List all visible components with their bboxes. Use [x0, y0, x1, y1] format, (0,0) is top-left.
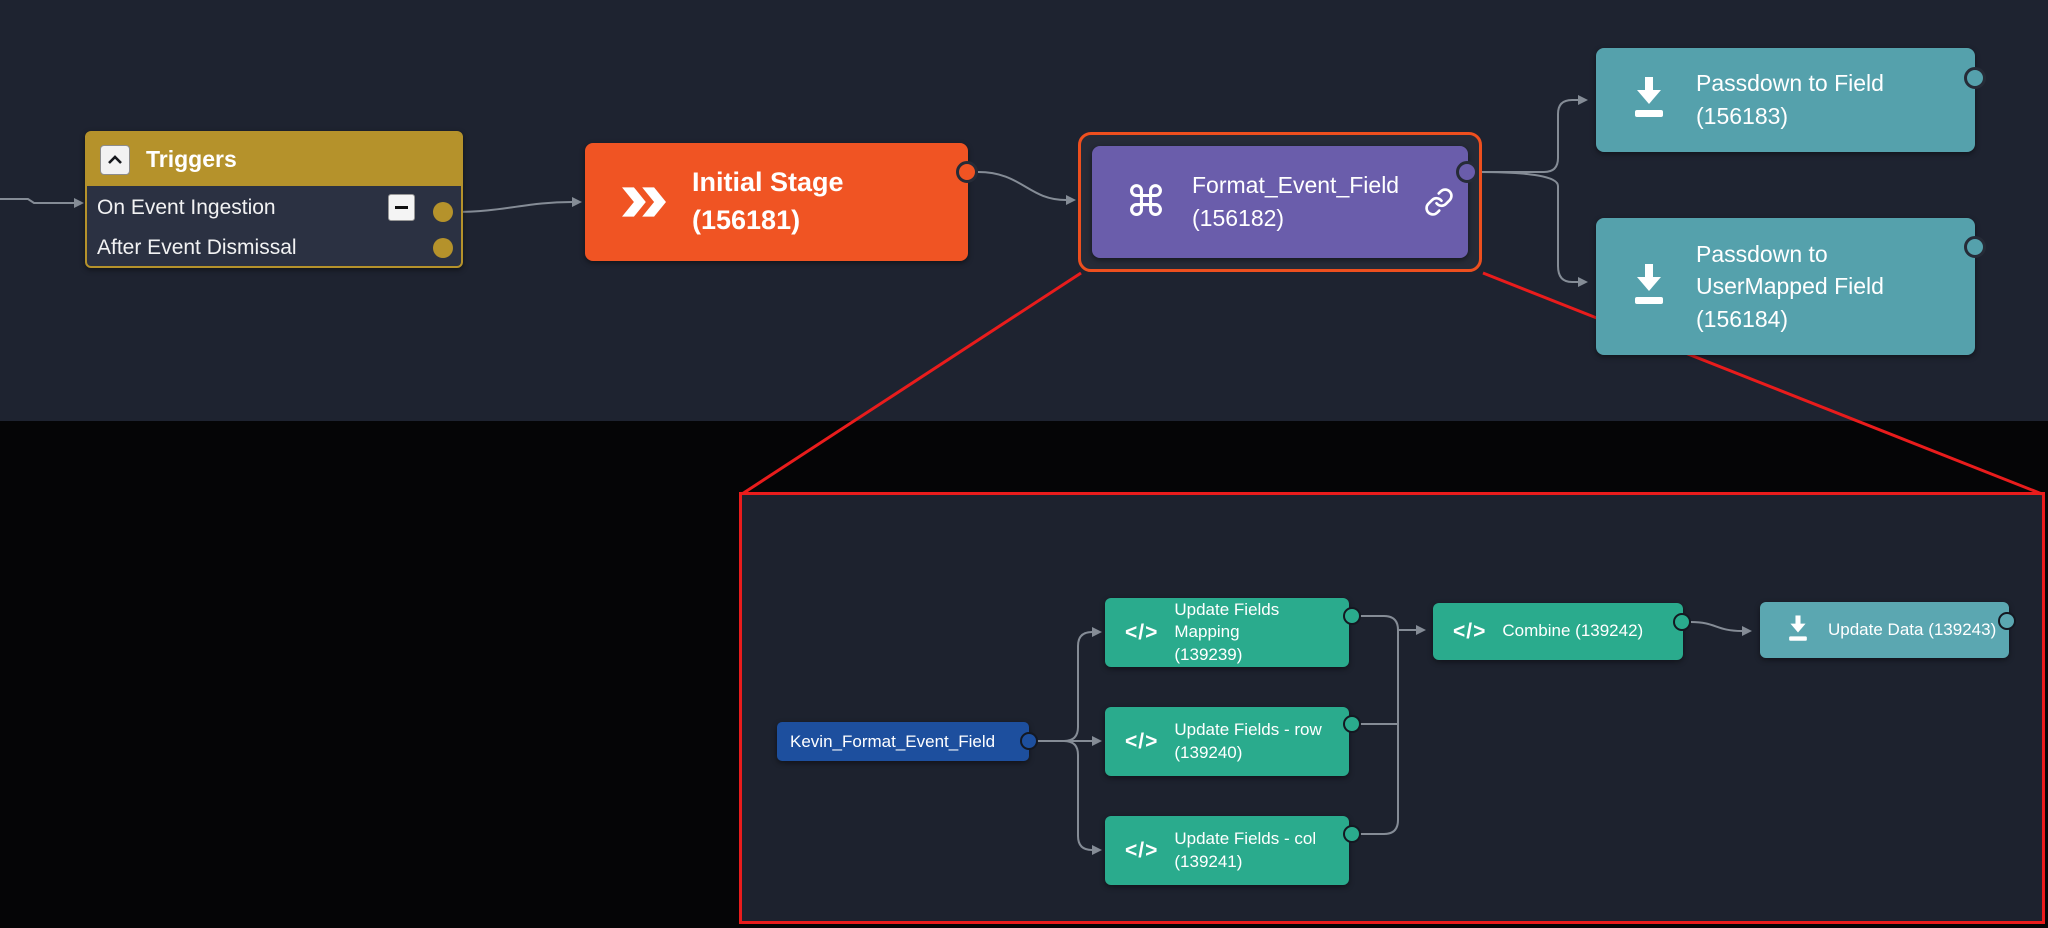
combine-node[interactable]: </> Combine (139242) — [1433, 603, 1683, 660]
node-label: Initial Stage (156181) — [692, 164, 844, 240]
initial-stage-node[interactable]: Initial Stage (156181) — [585, 143, 968, 261]
node-title: Kevin_Format_Event_Field — [790, 731, 996, 751]
passdown-to-usermapped-field-node[interactable]: Passdown to UserMapped Field (156184) — [1596, 218, 1975, 355]
node-title: Update Fields Mapping — [1174, 599, 1280, 642]
link-icon[interactable] — [1424, 187, 1454, 217]
trigger-output-port[interactable] — [433, 202, 453, 222]
code-icon: </> — [1453, 619, 1487, 643]
node-label: Combine (139242) — [1502, 620, 1643, 642]
edge-lines — [0, 99, 1743, 851]
subworkflow-zoom-inset — [739, 492, 2045, 924]
update-fields-row-node[interactable]: </> Update Fields - row (139240) — [1105, 707, 1349, 776]
node-title: Passdown to UserMapped Field — [1696, 240, 1884, 300]
trigger-output-port[interactable] — [433, 238, 453, 258]
node-id: (139241) — [1174, 851, 1243, 871]
trigger-row-label: On Event Ingestion — [97, 196, 276, 219]
node-id: (139240) — [1174, 742, 1243, 762]
node-label: Format_Event_Field (156182) — [1192, 169, 1399, 234]
format-event-field-node[interactable]: ⌘ Format_Event_Field (156182) — [1092, 146, 1468, 258]
node-id: (139239) — [1174, 644, 1243, 664]
update-fields-col-node[interactable]: </> Update Fields - col (139241) — [1105, 816, 1349, 885]
node-label: Update Fields - col (139241) — [1174, 828, 1316, 873]
download-icon — [1786, 615, 1810, 645]
trigger-row-label: After Event Dismissal — [97, 236, 297, 259]
node-id: (156184) — [1696, 305, 1789, 332]
kevin-output-port[interactable] — [1020, 732, 1038, 750]
triggers-header[interactable]: Triggers — [87, 133, 461, 186]
node-id: (139242) — [1575, 621, 1644, 641]
node-label: Passdown to UserMapped Field (156184) — [1696, 238, 1948, 336]
node-label: Update Data (139243) — [1828, 619, 1996, 641]
trigger-row-after-event-dismissal[interactable]: After Event Dismissal — [87, 228, 461, 268]
triggers-title: Triggers — [146, 146, 237, 172]
node-title: Update Data — [1828, 619, 1924, 639]
row-output-port[interactable] — [1343, 715, 1361, 733]
node-id: (156183) — [1696, 103, 1789, 129]
trigger-row-on-event-ingestion[interactable]: On Event Ingestion — [87, 188, 461, 228]
chevron-up-icon — [108, 154, 122, 164]
kevin-format-event-field-node[interactable]: Kevin_Format_Event_Field — [777, 722, 1029, 761]
node-id: (156182) — [1192, 205, 1285, 231]
code-icon: </> — [1125, 838, 1159, 862]
edge-arrowheads — [74, 95, 1752, 855]
initial-stage-output-port[interactable] — [956, 161, 978, 183]
node-label: Update Fields Mapping (139239) — [1174, 599, 1349, 666]
col-output-port[interactable] — [1343, 825, 1361, 843]
remove-trigger-button[interactable] — [388, 194, 415, 221]
code-icon: </> — [1125, 729, 1159, 753]
node-title: Initial Stage — [692, 167, 844, 198]
triggers-node[interactable]: Triggers On Event Ingestion After Event … — [85, 131, 463, 268]
code-icon: </> — [1125, 620, 1159, 644]
node-label: Update Fields - row (139240) — [1174, 719, 1321, 764]
node-label: Passdown to Field (156183) — [1696, 67, 1948, 132]
zoom-callout-lines — [741, 271, 2043, 496]
collapse-button[interactable] — [100, 144, 130, 175]
node-title: Passdown to Field — [1696, 70, 1884, 97]
mapping-output-port[interactable] — [1343, 607, 1361, 625]
passdown-usermapped-output-port[interactable] — [1964, 236, 1986, 258]
download-icon — [1630, 263, 1668, 310]
node-title: Update Fields - col — [1174, 829, 1317, 849]
passdown-field-output-port[interactable] — [1964, 67, 1986, 89]
update-fields-mapping-node[interactable]: </> Update Fields Mapping (139239) — [1105, 598, 1349, 667]
combine-output-port[interactable] — [1673, 613, 1691, 631]
update-data-node[interactable]: Update Data (139243) — [1760, 602, 2009, 658]
minus-icon — [395, 206, 408, 209]
download-icon — [1630, 77, 1668, 123]
format-output-port[interactable] — [1456, 161, 1478, 183]
node-title: Update Fields - row — [1174, 720, 1322, 740]
node-title: Combine — [1502, 621, 1571, 641]
update-data-output-port[interactable] — [1998, 612, 2016, 630]
node-id: (156181) — [692, 205, 801, 235]
passdown-to-field-node[interactable]: Passdown to Field (156183) — [1596, 48, 1975, 152]
command-icon: ⌘ — [1125, 178, 1167, 225]
stage-chevrons-icon — [622, 187, 666, 217]
node-id: (139243) — [1928, 619, 1997, 639]
node-title: Format_Event_Field — [1192, 172, 1400, 199]
